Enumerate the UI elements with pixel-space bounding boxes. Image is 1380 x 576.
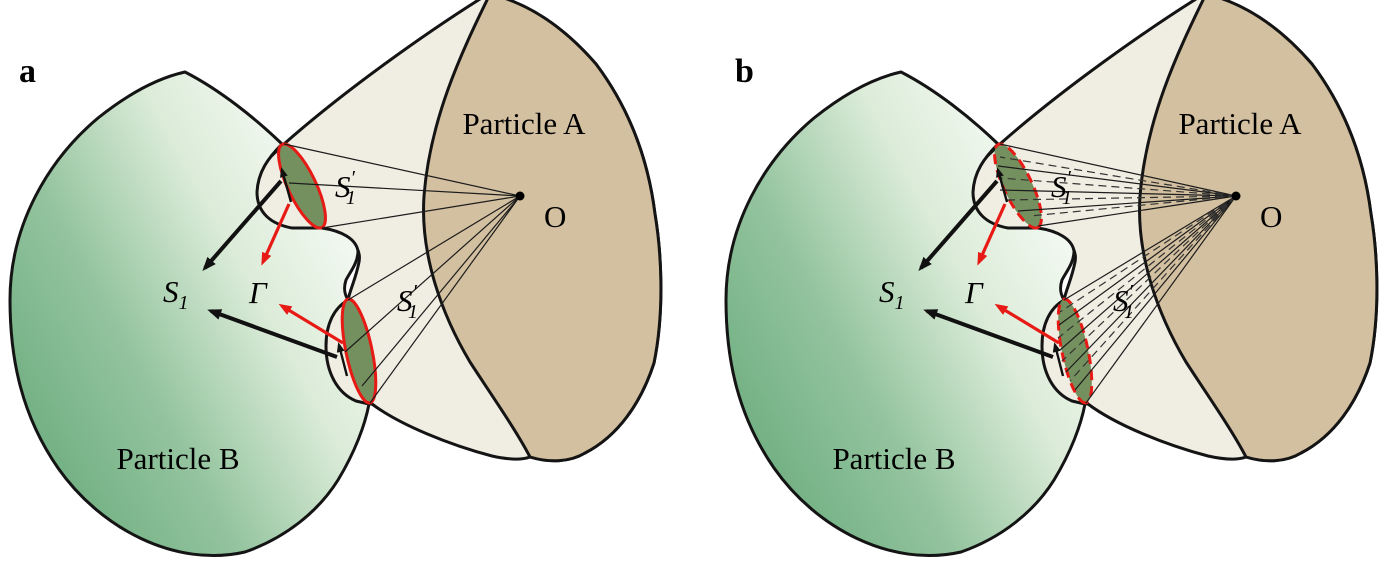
sight-line: [321, 195, 521, 229]
particle-a-label: Particle A: [462, 106, 586, 141]
sight-line-dashed: [1057, 195, 1237, 339]
s1-prime-label-lower: S′1: [1113, 281, 1134, 323]
gamma-label: Γ: [248, 275, 268, 310]
s1-label: S1: [879, 274, 905, 314]
particle-b-label: Particle B: [116, 441, 239, 476]
sight-line: [1063, 195, 1237, 301]
s1-arrow-upper: [202, 179, 283, 272]
sight-line-dashed: [1059, 195, 1237, 313]
s1-arrow-upper: [918, 179, 999, 272]
sight-line: [999, 143, 1237, 197]
sight-line: [369, 195, 521, 404]
particle-b-label: Particle B: [832, 441, 955, 476]
s1-label: S1: [163, 274, 189, 314]
sight-line: [1085, 195, 1237, 404]
sight-line: [1017, 195, 1237, 212]
sight-line-dashed: [1061, 195, 1237, 362]
origin-label: O: [1260, 199, 1282, 234]
origin-dot: [1231, 191, 1241, 201]
origin-dot: [515, 191, 525, 201]
particle-a-label: Particle A: [1178, 106, 1302, 141]
sight-line: [999, 189, 1237, 197]
sight-line: [288, 182, 521, 197]
sight-line-dashed: [1069, 195, 1237, 382]
s1-prime-label-upper: S′1: [1051, 167, 1072, 209]
s1-arrow-lower: [207, 309, 338, 359]
gamma-arrow-upper: [261, 203, 291, 266]
panel-a: a Particle A Particle B O S1 Γ S′1 S′1: [8, 0, 663, 558]
patch-normal-arrow-lower: [336, 342, 349, 377]
gamma-arrow-lower: [994, 303, 1060, 345]
sight-line: [1058, 195, 1237, 326]
sight-line: [1059, 195, 1237, 351]
sight-line: [347, 195, 521, 301]
sight-line: [1037, 195, 1237, 227]
patch-normal-arrow-upper: [996, 167, 1009, 203]
patch-normal-arrow-upper: [280, 167, 293, 203]
sight-line: [344, 195, 521, 353]
s1-prime-label-upper: S′1: [335, 167, 356, 209]
panel-letter: b: [735, 53, 754, 90]
s1-arrow-lower: [923, 309, 1054, 359]
gamma-arrow-upper: [977, 203, 1007, 266]
panel-b: b Particle A Particle B O S1 Γ S′1 S′1: [724, 0, 1379, 558]
sight-line: [1074, 195, 1237, 391]
origin-label: O: [544, 199, 566, 234]
sight-line-dashed: [1029, 195, 1237, 217]
sight-line: [1065, 195, 1237, 373]
sight-line-dashed: [999, 156, 1237, 197]
s1-prime-label-lower: S′1: [397, 281, 418, 323]
sight-line: [283, 143, 521, 197]
sight-line: [361, 195, 521, 387]
sight-line: [997, 165, 1237, 197]
panel-letter: a: [19, 53, 36, 90]
sight-line-dashed: [999, 177, 1237, 197]
gamma-arrow-lower: [278, 303, 344, 345]
patch-normal-arrow-lower: [1052, 342, 1065, 377]
gamma-label: Γ: [964, 275, 984, 310]
